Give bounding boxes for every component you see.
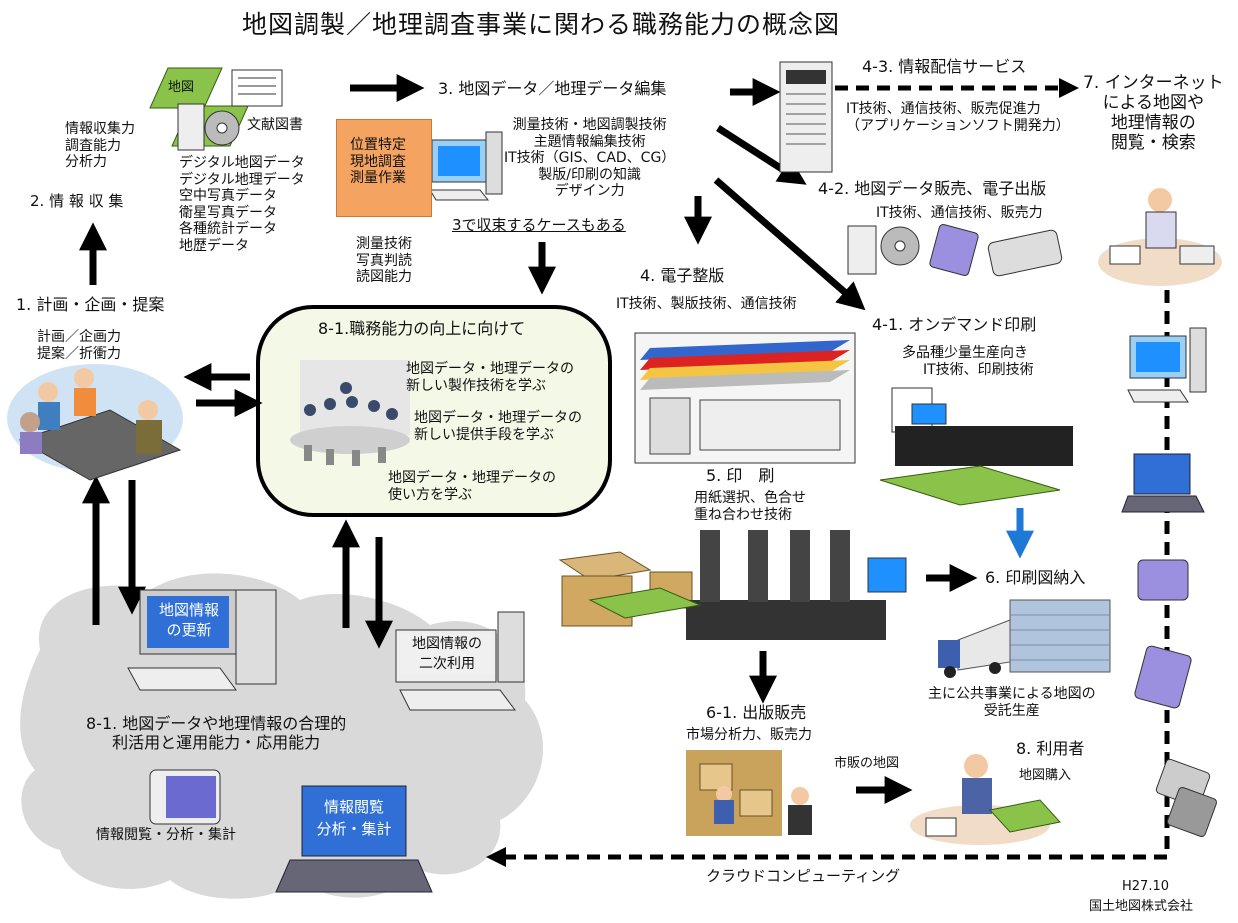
on-demand-label: 4-1. オンデマンド印刷 (872, 315, 1037, 334)
desktop-pc-illustration (1127, 327, 1207, 403)
printing-label: 5. 印 刷 (706, 466, 775, 485)
meeting-illustration (18, 368, 182, 481)
print-delivery-note: 主に公共事業による地図の 受託生産 (928, 686, 1096, 719)
doc-tag: 文献図書 (247, 117, 303, 133)
tablet-right-illustration (1134, 645, 1192, 709)
map-data-sales-label: 4-2. 地図データ販売、電子出版 (818, 179, 1047, 198)
map-sheets-illustration (149, 67, 283, 151)
map-data-sales-skills: IT技術、通信技術、販売力 (876, 205, 1043, 221)
cloud-label: クラウドコンピューティング (706, 867, 901, 885)
flow-arrows (79, 74, 978, 804)
warehouse-illustration (686, 750, 812, 836)
info-gather-label: 2. 情 報 収 集 (30, 192, 124, 210)
laptop-right-illustration (1121, 453, 1205, 513)
footer-company: 国土地図株式会社 (1089, 899, 1194, 914)
survey-skills: 測量技術 写真判読 読図能力 (356, 236, 412, 286)
data-list: デジタル地図データ デジタル地理データ 空中写真データ 衛星写真データ 各種統計… (179, 155, 305, 254)
planning-label: 1. 計画・企画・提案 (16, 295, 165, 314)
survey-box-text: 位置特定 現地調査 測量作業 (350, 137, 406, 187)
pda-illustration (1137, 559, 1189, 601)
improvement-label: 8-1.職務能力の向上に向けて (318, 319, 526, 338)
edit-note: 3で収束するケースもある (452, 216, 626, 234)
tablet-illustration (149, 769, 221, 825)
mobile-phone-illustration (1155, 758, 1218, 838)
improvement-item-2: 地図データ・地理データの 新しい提供手段を学ぶ (414, 410, 582, 443)
edit-skills: 測量技術・地図調製技術 主題情報編集技術 IT技術（GIS、CAD、CG） 製版… (504, 117, 676, 200)
printing-skills: 用紙選択、色合せ 重ね合わせ技術 (694, 490, 806, 523)
prepress-illustration (634, 332, 856, 464)
truck-building-illustration (938, 599, 1111, 678)
internet-label: 7. インターネット による地図や 地理情報の 閲覧・検索 (1083, 73, 1224, 154)
delivery-service-skills: IT技術、通信技術、販売促進力 （アプリケーションソフト開発力） (846, 101, 1070, 134)
prepress-label: 4. 電子整版 (640, 266, 725, 285)
digital-devices-illustration (847, 223, 1063, 277)
prepress-skills: IT技術、製版技術、通信技術 (616, 296, 797, 312)
planning-skills: 計画／企画力 提案／折衝力 (37, 329, 121, 362)
on-demand-skills: 多品種少量生産向き IT技術、印刷技術 (902, 345, 1034, 378)
utilization-caption: 情報閲覧・分析・集計 (96, 827, 236, 843)
browsing-user-illustration (1109, 188, 1215, 265)
info-gather-skills: 情報収集力 調査能力 分析力 (65, 121, 135, 171)
end-user-illustration (910, 754, 1061, 845)
workstation-illustration (429, 131, 503, 201)
server-illustration (779, 61, 833, 173)
delivery-service-label: 4-3. 情報配信サービス (862, 57, 1027, 76)
page-title: 地図調製／地理調査事業に関わる職務能力の概念図 (242, 10, 841, 39)
user-label: 8. 利用者 (1016, 739, 1085, 758)
printing-press-illustration (558, 530, 907, 640)
improvement-item-3: 地図データ・地理データの 使い方を学ぶ (388, 470, 556, 503)
survey-box (336, 119, 432, 217)
publishing-skills: 市場分析力、販売力 (686, 727, 812, 743)
improvement-item-1: 地図データ・地理データの 新しい製作技術を学ぶ (406, 361, 574, 394)
plotter-illustration (879, 387, 1073, 506)
map-tag: 地図 (168, 80, 195, 95)
footer-date: H27.10 (1122, 879, 1169, 894)
user-sub: 地図購入 (1019, 768, 1072, 783)
laptop-screen: 情報閲覧 分析・集計 (308, 792, 400, 848)
map-update-screen: 地図情報 の更新 (150, 600, 228, 644)
secondary-use-screen: 地図情報の 二次利用 (400, 634, 494, 674)
publishing-label: 6-1. 出版販売 (706, 703, 807, 722)
print-delivery-label: 6. 印刷図納入 (985, 568, 1086, 587)
edit-label: 3. 地図データ／地理データ編集 (438, 79, 667, 98)
classroom-illustration (290, 360, 410, 466)
utilization-label: 8-1. 地図データや地理情報の合理的 利活用と運用能力・応用能力 (86, 714, 347, 752)
commercial-map-label: 市販の地図 (834, 756, 900, 771)
